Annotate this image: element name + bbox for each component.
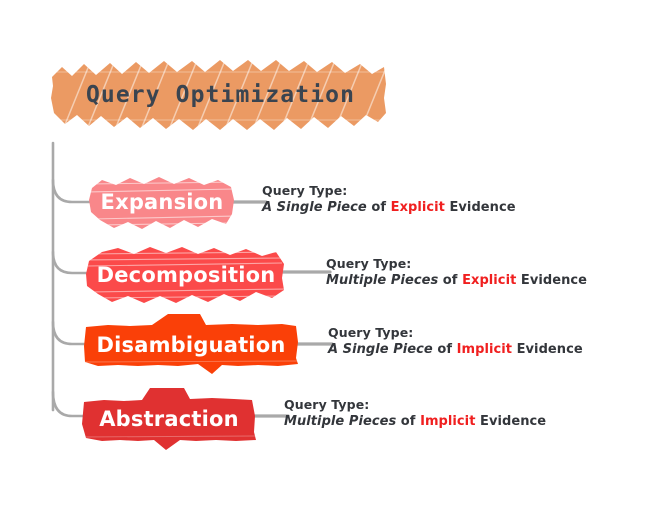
page-title: Query Optimization — [85, 82, 356, 108]
annotation-abstraction-evidence: Evidence — [475, 414, 547, 429]
annotation-disambiguation-body: A Single Piece of Implicit Evidence — [328, 341, 583, 358]
annotation-abstraction-kind: Implicit — [420, 414, 476, 429]
annotation-decomposition-kind: Explicit — [462, 273, 517, 288]
node-disambiguation[interactable]: Disambiguation — [82, 312, 300, 378]
connector-branch-disambiguation — [51, 320, 96, 346]
node-decomposition-shape — [86, 247, 284, 303]
annotation-decomposition-quantity: Multiple Pieces — [326, 273, 439, 288]
annotation-expansion-evidence: Evidence — [444, 200, 516, 215]
annotation-decomposition: Query Type: Multiple Pieces of Explicit … — [326, 256, 587, 289]
annotation-expansion-heading: Query Type: — [262, 183, 348, 198]
annotation-expansion-quantity: A Single Piece — [262, 200, 367, 215]
node-decomposition-label: Decomposition — [96, 263, 276, 287]
annotation-abstraction-body: Multiple Pieces of Implicit Evidence — [284, 413, 546, 430]
annotation-decomposition-evidence: Evidence — [516, 273, 588, 288]
annotation-disambiguation-of: of — [432, 342, 457, 357]
annotation-expansion-body: A Single Piece of Explicit Evidence — [262, 199, 516, 216]
node-expansion[interactable]: Expansion — [86, 172, 238, 232]
annotation-decomposition-body: Multiple Pieces of Explicit Evidence — [326, 272, 587, 289]
annotation-disambiguation-heading: Query Type: — [328, 325, 414, 340]
title-banner-shape — [51, 60, 386, 130]
annotation-expansion-of: of — [366, 200, 391, 215]
annotation-disambiguation: Query Type: A Single Piece of Implicit E… — [328, 325, 583, 358]
node-disambiguation-label: Disambiguation — [96, 333, 286, 357]
node-expansion-label: Expansion — [100, 190, 224, 214]
node-disambiguation-shape — [84, 314, 298, 374]
diagram-title-banner: Query Optimization — [48, 58, 389, 132]
node-abstraction-shape — [82, 388, 256, 450]
annotation-abstraction-heading: Query Type: — [284, 397, 370, 412]
annotation-disambiguation-kind: Implicit — [456, 342, 513, 357]
annotation-expansion-kind: Explicit — [390, 200, 445, 215]
connector-branch-abstraction — [51, 390, 96, 418]
annotation-abstraction-quantity: Multiple Pieces — [284, 414, 397, 429]
node-decomposition[interactable]: Decomposition — [84, 244, 288, 306]
connector-branch-decomposition — [51, 250, 96, 275]
annotation-disambiguation-evidence: Evidence — [512, 342, 583, 357]
annotation-abstraction: Query Type: Multiple Pieces of Implicit … — [284, 397, 546, 430]
node-expansion-shape — [89, 177, 234, 229]
node-abstraction[interactable]: Abstraction — [80, 386, 258, 452]
annotation-disambiguation-quantity: A Single Piece — [328, 342, 433, 357]
connector-branch-expansion — [51, 178, 96, 204]
annotation-expansion: Query Type: A Single Piece of Explicit E… — [262, 183, 516, 216]
annotation-decomposition-heading: Query Type: — [326, 256, 412, 271]
annotation-decomposition-of: of — [438, 273, 463, 288]
node-abstraction-label: Abstraction — [99, 407, 239, 431]
annotation-abstraction-of: of — [396, 414, 421, 429]
